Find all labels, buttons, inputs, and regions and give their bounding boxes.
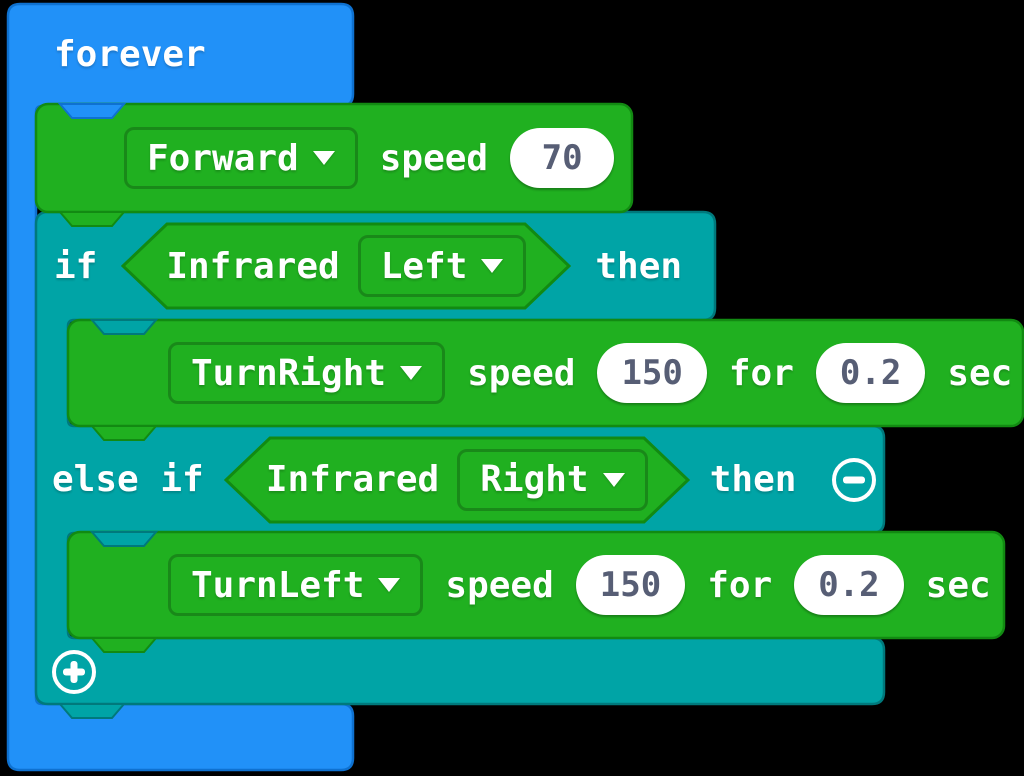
sec-label: sec xyxy=(947,352,1013,394)
turn-left-block-row: TurnLeft speed 150 for 0.2 sec xyxy=(68,532,1004,638)
speed-value-input[interactable]: 150 xyxy=(575,555,686,615)
sensor-label: Infrared xyxy=(166,245,340,287)
condition-right-hex[interactable]: Infrared Right xyxy=(223,436,690,524)
chevron-down-icon xyxy=(400,366,423,380)
notch-tab xyxy=(89,531,159,547)
speed-value-input[interactable]: 150 xyxy=(597,343,707,403)
speed-label: speed xyxy=(467,352,576,394)
turn-left-direction-dropdown[interactable]: TurnLeft xyxy=(168,554,424,616)
duration-value-input[interactable]: 0.2 xyxy=(794,555,904,615)
duration-value-input[interactable]: 0.2 xyxy=(815,343,926,403)
notch-tab xyxy=(57,211,127,227)
sensor-label: Infrared xyxy=(265,459,440,500)
speed-value: 150 xyxy=(599,565,662,605)
plus-circle-icon[interactable] xyxy=(52,650,96,694)
condition-right-dropdown[interactable]: Right xyxy=(457,448,648,511)
direction-value: Forward xyxy=(147,137,299,179)
duration-value: 0.2 xyxy=(818,565,880,605)
add-branch-row xyxy=(36,640,884,704)
condition-left-hex[interactable]: Infrared Left xyxy=(121,222,572,310)
direction-value: TurnRight xyxy=(191,352,387,394)
turn-right-block-row: TurnRight speed 150 for 0.2 sec xyxy=(68,320,1023,426)
chevron-down-icon xyxy=(481,259,504,273)
speed-label: speed xyxy=(379,137,489,179)
forever-block-header: forever xyxy=(8,4,353,104)
notch-tab xyxy=(89,637,159,653)
forward-block-row: Forward speed 70 xyxy=(36,104,632,212)
minus-circle-icon[interactable] xyxy=(832,457,877,502)
sec-label: sec xyxy=(925,564,991,606)
turn-left-block-shape[interactable] xyxy=(66,530,1006,640)
condition-left-value: Left xyxy=(380,245,468,287)
speed-value: 70 xyxy=(541,138,583,178)
condition-right-value: Right xyxy=(480,459,589,500)
forever-label: forever xyxy=(54,33,206,75)
forward-direction-dropdown[interactable]: Forward xyxy=(124,127,358,189)
turn-right-direction-dropdown[interactable]: TurnRight xyxy=(168,342,446,404)
chevron-down-icon xyxy=(378,578,401,592)
plus-bar xyxy=(70,661,78,683)
condition-left-dropdown[interactable]: Left xyxy=(357,235,527,297)
direction-value: TurnLeft xyxy=(191,564,365,606)
notch-tab xyxy=(89,425,159,441)
if-label: if xyxy=(54,245,98,287)
for-label: for xyxy=(707,564,773,606)
speed-value: 150 xyxy=(621,353,683,393)
then-label: then xyxy=(709,459,797,500)
notch-tab xyxy=(89,319,159,335)
hexagon-shape xyxy=(121,222,572,310)
if-row: if Infrared Left then xyxy=(36,212,715,320)
speed-value-input[interactable]: 70 xyxy=(510,128,615,188)
duration-value: 0.2 xyxy=(839,353,902,393)
hexagon-shape xyxy=(223,436,690,523)
chevron-down-icon xyxy=(312,151,335,165)
else-if-row: else if Infrared Right then xyxy=(36,426,884,533)
chevron-down-icon xyxy=(602,472,625,487)
minus-bar xyxy=(843,476,866,483)
notch-tab xyxy=(57,103,127,119)
notch-tab xyxy=(57,703,127,719)
for-label: for xyxy=(728,352,794,394)
speed-label: speed xyxy=(445,564,554,606)
turn-right-block-shape[interactable] xyxy=(66,318,1024,428)
else-if-label: else if xyxy=(52,459,204,500)
then-label: then xyxy=(595,245,683,287)
